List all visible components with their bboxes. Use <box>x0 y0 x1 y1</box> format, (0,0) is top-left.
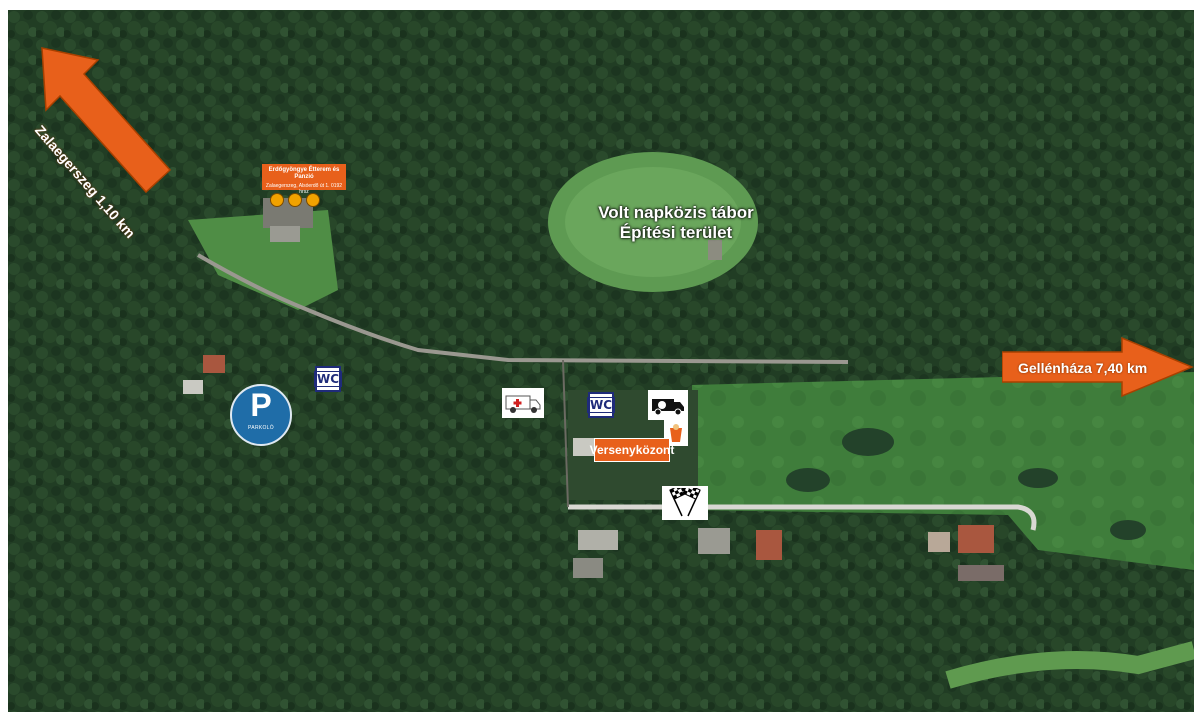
wc-label: WC <box>586 397 616 413</box>
direction-label-gellenhaza: Gellénháza 7,40 km <box>1018 360 1148 376</box>
construction-area-label: Volt napközis tábor Építési terület <box>556 203 796 242</box>
ambulance-icon[interactable] <box>502 388 544 418</box>
area-label-line1: Volt napközis tábor <box>598 203 754 222</box>
restaurant-address: Zalaegerszeg, Alsóerdő út 1. 0192 hrsz <box>265 183 343 196</box>
parking-icon[interactable]: P PARKOLÓ <box>230 384 292 446</box>
parking-letter: P <box>250 387 272 423</box>
direction-arrow-icon-gellenhaza <box>1002 336 1194 398</box>
parking-sub-label: PARKOLÓ <box>248 425 274 431</box>
cafe-icon <box>306 193 320 207</box>
accommodation-icon <box>270 193 284 207</box>
satellite-map[interactable]: Zalaegerszeg 1,10 km Gellénháza 7,40 km … <box>8 10 1194 712</box>
direction-arrow-icon-zalaegerszeg <box>41 47 172 194</box>
lower-road <box>568 504 1037 531</box>
meadow-area <box>692 372 1194 570</box>
wc-icon[interactable]: WC <box>313 366 343 392</box>
main-road <box>196 253 849 364</box>
first-aid-icon[interactable] <box>664 420 688 446</box>
terrain-layer <box>8 10 1194 712</box>
race-center-label[interactable]: Versenyközont <box>590 438 674 462</box>
service-van-icon[interactable] <box>648 390 688 420</box>
wc-label: WC <box>313 371 343 387</box>
restaurant-cutlery-icon <box>288 193 302 207</box>
restaurant-lawn <box>188 210 338 310</box>
area-label-line2: Építési terület <box>619 222 733 242</box>
checkered-flags-icon[interactable] <box>662 486 708 520</box>
restaurant-name: Erdőgyöngye Étterem és Panzió <box>268 167 340 181</box>
restaurant-sign[interactable]: Erdőgyöngye Étterem és Panzió Zalaegersz… <box>262 164 346 195</box>
wc-icon[interactable]: WC <box>586 392 616 418</box>
